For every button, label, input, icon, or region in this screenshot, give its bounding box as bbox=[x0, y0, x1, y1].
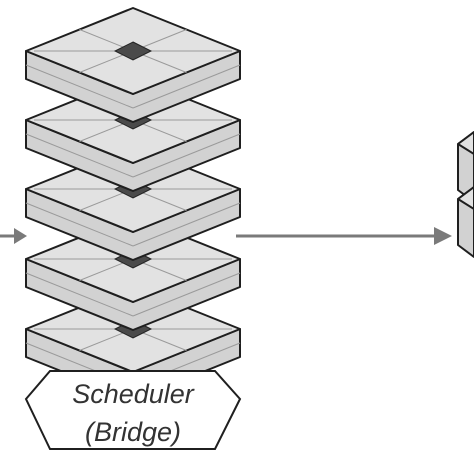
layer-stack bbox=[25, 7, 241, 401]
layer-side-line bbox=[132, 272, 241, 317]
outgoing-arrow bbox=[236, 227, 452, 245]
layer-side-line bbox=[132, 202, 241, 247]
scheduler-label: Scheduler bbox=[72, 379, 195, 409]
layer-center-marker bbox=[113, 41, 153, 61]
layer-side-line bbox=[132, 133, 241, 178]
scheduler-sublabel: (Bridge) bbox=[85, 417, 181, 447]
destination-block-1 bbox=[457, 131, 474, 203]
layer-side-line bbox=[25, 272, 134, 317]
layer-side-line bbox=[25, 64, 134, 109]
layer-side-line bbox=[132, 64, 241, 109]
destination-blocks bbox=[457, 131, 474, 258]
scheduler-bridge-block: Scheduler (Bridge) bbox=[24, 370, 242, 450]
destination-block-2 bbox=[457, 186, 474, 258]
incoming-arrow bbox=[0, 228, 27, 244]
stack-layer-1 bbox=[25, 7, 241, 123]
layer-side-line bbox=[25, 133, 134, 178]
scheduler-hexagon bbox=[24, 370, 242, 450]
layer-side-line bbox=[25, 202, 134, 247]
